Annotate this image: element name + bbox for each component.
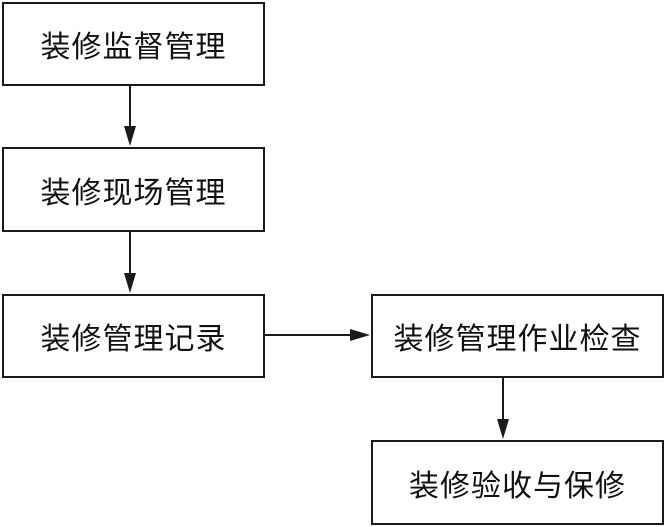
arrow-n1-n2 xyxy=(124,86,136,146)
node-label: 装修现场管理 xyxy=(40,175,227,211)
node-site-management: 装修现场管理 xyxy=(2,147,265,232)
node-acceptance-warranty: 装修验收与保修 xyxy=(371,440,664,525)
node-management-records: 装修管理记录 xyxy=(2,294,265,378)
arrow-n3-n4 xyxy=(265,329,370,341)
node-label: 装修管理作业检查 xyxy=(393,322,642,357)
node-decoration-supervision: 装修监督管理 xyxy=(2,2,265,86)
node-label: 装修验收与保修 xyxy=(409,468,626,504)
node-label: 装修管理记录 xyxy=(40,322,227,357)
node-work-inspection: 装修管理作业检查 xyxy=(371,294,664,378)
arrow-n4-n5 xyxy=(497,378,509,439)
node-label: 装修监督管理 xyxy=(40,30,227,65)
arrow-n2-n3 xyxy=(124,232,136,293)
